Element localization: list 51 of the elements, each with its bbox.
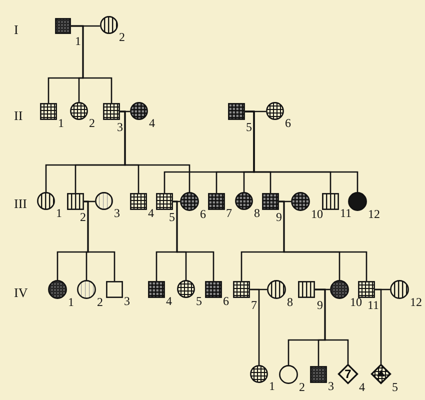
descent-line <box>315 288 349 364</box>
individual-number: 11 <box>367 299 379 311</box>
individual-number: 6 <box>200 208 206 220</box>
individual-number: 3 <box>114 207 120 219</box>
individual-number: 8 <box>287 296 293 308</box>
descent-line <box>173 200 214 281</box>
individual-number: 9 <box>317 299 323 311</box>
individual-number: 8 <box>254 207 260 219</box>
individual-number: 5 <box>196 295 202 307</box>
individual-number: 4 <box>148 207 154 219</box>
individual-number: 5 <box>246 121 252 133</box>
count-number: 7 <box>344 367 352 381</box>
individual-number: 7 <box>226 207 232 219</box>
descent-line <box>120 110 190 192</box>
individual-number: 4 <box>359 381 365 393</box>
individual-number: 1 <box>56 207 62 219</box>
individual-number: 1 <box>269 380 275 392</box>
descent-line <box>245 110 358 192</box>
generation-label: I <box>14 22 18 38</box>
individual-number: 2 <box>97 296 103 308</box>
individual-number: 12 <box>410 296 422 308</box>
individual-number: 4 <box>166 295 172 307</box>
individual-number: 4 <box>149 117 155 129</box>
individual-number: 7 <box>251 299 257 311</box>
individual-number: 1 <box>68 296 74 308</box>
descent-line <box>279 200 368 281</box>
individual-number: 6 <box>223 295 229 307</box>
generation-label: II <box>14 108 23 124</box>
individual-number: 6 <box>285 117 291 129</box>
generation-label: IV <box>14 285 28 301</box>
individual-number: 2 <box>80 211 86 223</box>
individual-number: 3 <box>117 121 123 133</box>
individual-number: 11 <box>340 207 352 219</box>
individual-number: 3 <box>328 380 334 392</box>
descent-line <box>71 25 112 103</box>
individual-number: 3 <box>124 295 130 307</box>
individual-number: 2 <box>299 381 305 393</box>
individual-number: 2 <box>119 31 125 43</box>
individual-number: 9 <box>276 211 282 223</box>
individual-number: 10 <box>350 296 362 308</box>
individual-number: 1 <box>58 117 64 129</box>
generation-label: III <box>14 196 27 212</box>
individual-number: 1 <box>75 35 81 47</box>
individual-number: 5 <box>392 381 398 393</box>
descent-line <box>84 200 116 281</box>
individual-number: 5 <box>169 211 175 223</box>
descent-line <box>250 288 260 365</box>
individual-number: 2 <box>89 117 95 129</box>
descent-line <box>375 288 382 364</box>
individual-number: 12 <box>368 208 380 220</box>
individual-number: 10 <box>311 208 323 220</box>
